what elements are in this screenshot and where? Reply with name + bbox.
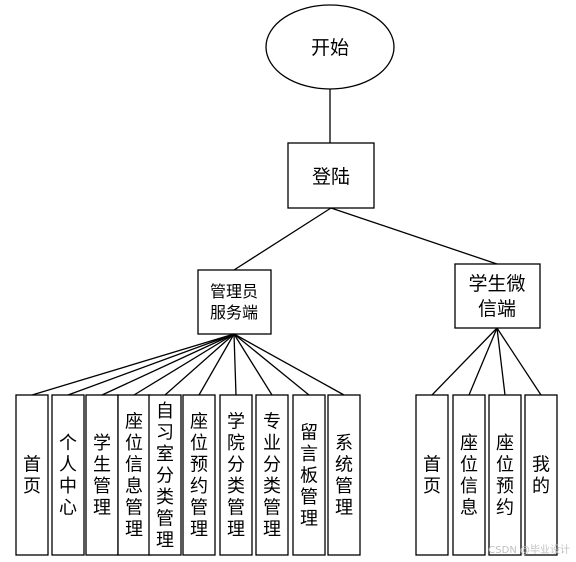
student-module-box — [488, 394, 522, 556]
admin-module-label: 个人中心 — [59, 433, 77, 519]
edge-admin-m1 — [31, 333, 235, 396]
edge-student-m1 — [431, 327, 498, 396]
admin-module-box — [255, 394, 289, 556]
admin-module-label: 自习室分类管理 — [156, 401, 174, 551]
edge-admin-m6 — [198, 333, 235, 396]
admin-module-box — [182, 394, 216, 556]
edge-login-student — [330, 207, 498, 265]
edge-admin-m3 — [101, 333, 235, 396]
admin-node — [197, 269, 272, 335]
student-node-line1: 学生微 — [468, 273, 525, 295]
student-node-line2: 信端 — [478, 298, 516, 320]
edge-admin-m8 — [233, 333, 273, 396]
admin-module-label: 系统管理 — [335, 433, 353, 519]
admin-module-box — [219, 394, 253, 556]
admin-module-box — [327, 394, 361, 556]
admin-module-box — [51, 394, 85, 556]
admin-module-box — [15, 394, 49, 556]
student-module-box — [415, 394, 449, 556]
student-module-label: 座位信息 — [460, 433, 478, 519]
student-module-label: 我的 — [532, 455, 550, 498]
edge-admin-m4 — [133, 333, 235, 396]
student-edges — [431, 327, 542, 396]
edge-admin-m7 — [233, 333, 237, 396]
admin-edges — [31, 333, 345, 396]
edge-student-m3 — [496, 327, 506, 396]
login-node-label: 登陆 — [312, 166, 350, 188]
edge-student-m4 — [496, 327, 542, 396]
watermark: CSDN @毕业设计 — [488, 543, 570, 556]
student-module-label: 首页 — [423, 455, 441, 498]
student-module-box — [524, 394, 558, 556]
admin-node-line2: 服务端 — [210, 303, 258, 322]
student-module-box — [452, 394, 486, 556]
admin-module-label: 学院分类管理 — [227, 412, 245, 541]
login-node — [287, 142, 375, 209]
admin-module-box — [292, 394, 326, 556]
admin-module-label: 首页 — [23, 455, 41, 498]
admin-module-box — [148, 394, 182, 556]
start-node-label: 开始 — [311, 37, 349, 59]
admin-module-label: 座位信息管理 — [125, 412, 143, 541]
edge-admin-m9 — [233, 333, 310, 396]
edge-admin-m2 — [67, 333, 235, 396]
admin-module-label: 专业分类管理 — [263, 412, 281, 541]
edge-login-admin — [233, 207, 332, 271]
edge-admin-m5 — [164, 333, 235, 396]
admin-node-line1: 管理员 — [210, 282, 258, 301]
student-module-label: 座位预约 — [496, 433, 514, 519]
admin-module-box — [117, 394, 151, 556]
edge-admin-m10 — [233, 333, 345, 396]
admin-module-label: 座位预约管理 — [190, 412, 208, 541]
admin-module-label: 学生管理 — [93, 433, 111, 519]
admin-module-label: 留言板管理 — [300, 422, 318, 529]
edge-student-m2 — [468, 327, 498, 396]
